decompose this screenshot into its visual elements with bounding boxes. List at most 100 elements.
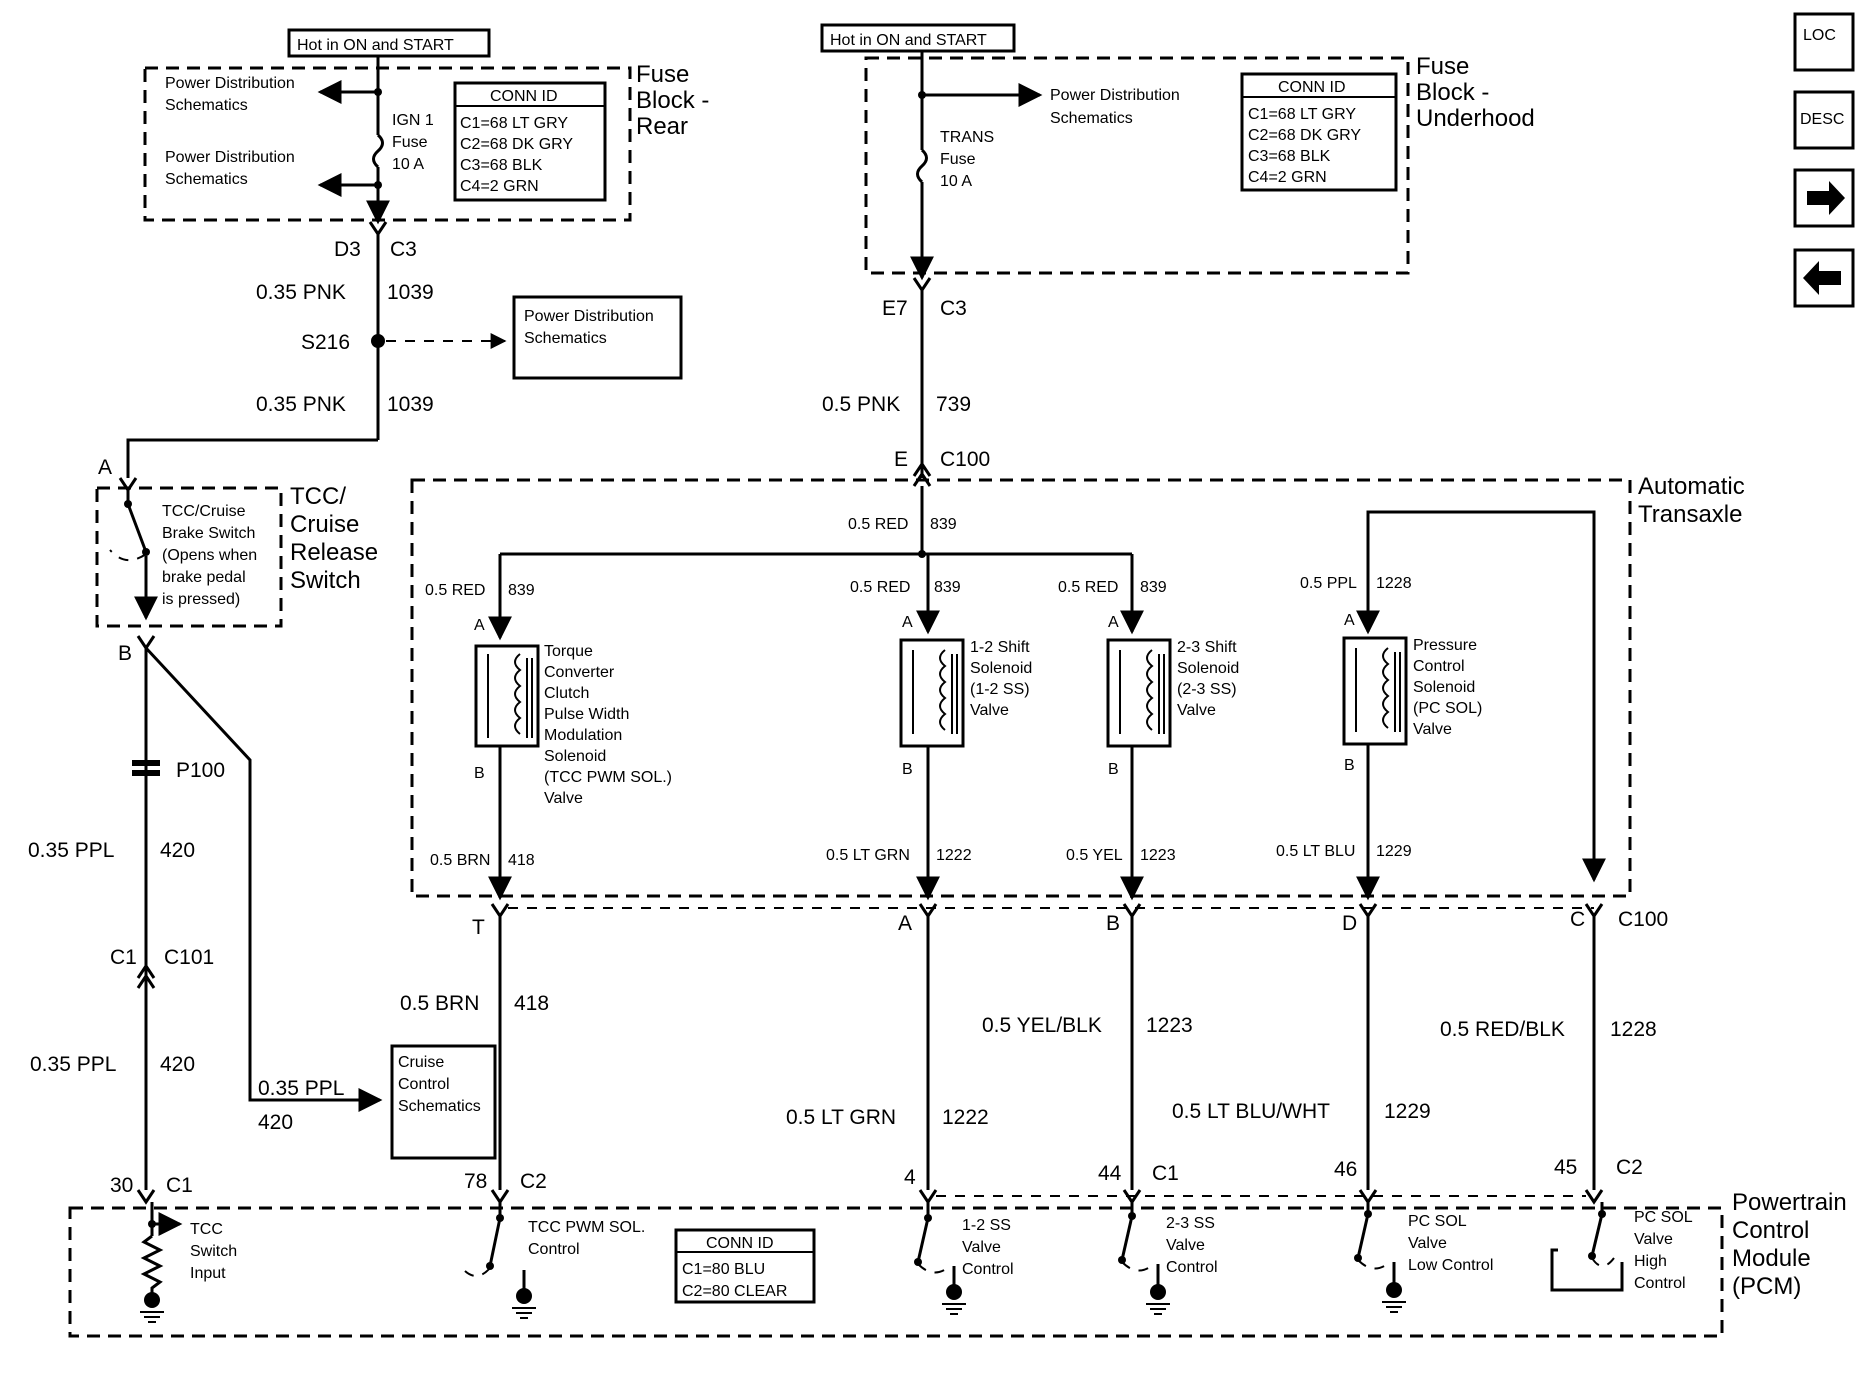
hot-in-on-start-underhood-label-box: [820, 23, 1016, 53]
tcc-pwm-control-1: TCC PWM SOL.: [528, 1219, 645, 1236]
next-button[interactable]: [1793, 168, 1855, 228]
wire-pnk-739-label: 0.5 PNK: [822, 393, 900, 416]
right-arrow-icon: [1807, 181, 1845, 215]
c100-pin-a: A: [898, 912, 912, 935]
pcm-conn-id-c2: C2=80 CLEAR: [682, 1283, 787, 1300]
tcc-cruise-switch-title-2: Cruise: [290, 511, 359, 538]
wire-pnk-1039-a-num: 1039: [387, 281, 434, 304]
wire-ppl-420-b-label: 0.35 PPL: [30, 1053, 116, 1076]
pc-low-control-2: Valve: [1408, 1235, 1447, 1252]
loc-button[interactable]: LOC: [1793, 12, 1855, 72]
transaxle-title-2: Transaxle: [1638, 501, 1742, 528]
ss23-control-1: 2-3 SS: [1166, 1215, 1215, 1232]
ss12-control-2: Valve: [962, 1239, 1001, 1256]
pcm-conn-c2-left: C2: [520, 1170, 547, 1193]
conn-id-rear-c3: C3=68 BLK: [460, 157, 543, 174]
sol3-wire-label: 0.5 RED: [1058, 579, 1118, 596]
conn-id-title-rear: CONN ID: [490, 88, 558, 105]
brake-switch-desc-3: (Opens when: [162, 547, 257, 564]
pcm-pin-44: 44: [1098, 1162, 1122, 1185]
sol4-out-num: 1229: [1376, 843, 1412, 860]
sol4-name-2: Control: [1413, 658, 1465, 675]
fuse-block-rear-boundary: [143, 66, 632, 222]
ign1-fuse-label-1: IGN 1: [392, 112, 434, 129]
pc-low-control-3: Low Control: [1408, 1257, 1493, 1274]
automatic-transaxle: E7 C3 0.5 PNK 739 E C100 Automatic Trans…: [410, 277, 1745, 939]
fuse-block-rear-title-3: Rear: [636, 113, 688, 140]
pin-c1-c101: C1: [110, 946, 137, 969]
sol1-wire-label: 0.5 RED: [425, 582, 485, 599]
sol1-name-6: Solenoid: [544, 748, 606, 765]
brake-switch-desc-5: is pressed): [162, 591, 240, 608]
transaxle-title-1: Automatic: [1638, 473, 1745, 500]
sol4-wire-num: 1228: [1376, 575, 1412, 592]
sol3-name-3: (2-3 SS): [1177, 681, 1237, 698]
pd-schematics-box-line2: Schematics: [524, 330, 607, 347]
conn-id-box-rear: [453, 81, 607, 202]
splice-s216-label: S216: [301, 331, 350, 354]
trans-fuse-label-3: 10 A: [940, 173, 972, 190]
cruise-box-line1: Cruise: [398, 1054, 444, 1071]
pcm-pin-4: 4: [904, 1166, 916, 1189]
pcm-title-1: Powertrain: [1732, 1189, 1847, 1216]
c100-pin-b: B: [1106, 912, 1120, 935]
brake-switch-desc-2: Brake Switch: [162, 525, 255, 542]
pd-schematics-rear-2b: Schematics: [165, 171, 248, 188]
loc-button-label: LOC: [1803, 27, 1836, 44]
conn-id-underhood-c2: C2=68 DK GRY: [1248, 127, 1361, 144]
fuse-block-rear: Hot in ON and START Fuse Block - Rear Po…: [143, 28, 709, 225]
sol1-out-num: 418: [508, 852, 535, 869]
cruise-box-line3: Schematics: [398, 1098, 481, 1115]
fuse-block-underhood-title-1: Fuse: [1416, 53, 1469, 80]
sol2-pin-b: B: [902, 761, 913, 778]
pcm-conn-id-title: CONN ID: [706, 1235, 774, 1252]
conn-id-box-underhood: [1240, 72, 1398, 192]
conn-c3-underhood: C3: [940, 297, 967, 320]
sol4-name-4: (PC SOL): [1413, 700, 1482, 717]
sol3-name-2: Solenoid: [1177, 660, 1239, 677]
brake-switch-desc-1: TCC/Cruise: [162, 503, 246, 520]
sol1-out-label: 0.5 BRN: [430, 852, 490, 869]
ss23-control-driver: 2-3 SS Valve Control: [1118, 1202, 1218, 1315]
tcc-switch-input: TCC Switch Input: [140, 1202, 237, 1323]
sol1-wire-num: 839: [508, 582, 535, 599]
tcc-switch-input-1: TCC: [190, 1221, 223, 1238]
cruise-box-line2: Control: [398, 1076, 450, 1093]
pc-high-control-4: Control: [1634, 1275, 1686, 1292]
pcm-title-2: Control: [1732, 1217, 1809, 1244]
desc-button[interactable]: DESC: [1793, 90, 1855, 150]
sol1-pin-b: B: [474, 765, 485, 782]
trans-fuse-label-2: Fuse: [940, 151, 976, 168]
tcc-switch-input-3: Input: [190, 1265, 226, 1282]
ss12-control-3: Control: [962, 1261, 1014, 1278]
pcm-boundary: [68, 1206, 1724, 1338]
wire-redblk-1228-num: 1228: [1610, 1018, 1657, 1041]
sol4-pin-a: A: [1344, 612, 1355, 629]
nav-buttons: LOC DESC: [1793, 12, 1855, 308]
wire-ppl-420-a-num: 420: [160, 839, 195, 862]
sol1-name-2: Converter: [544, 664, 615, 681]
pcm-pin-78: 78: [464, 1170, 487, 1193]
sol1-name-7: (TCC PWM SOL.): [544, 769, 672, 786]
brake-switch-boundary: [95, 486, 283, 628]
tcc-pwm-control-2: Control: [528, 1241, 580, 1258]
prev-button[interactable]: [1793, 248, 1855, 308]
brake-switch-circuit: D3 C3 0.35 PNK 1039 S216 Power Distribut…: [28, 221, 683, 1190]
shift-solenoid-2-3: 0.5 RED 839 A B 2-3 Shift Solenoid (2-3 …: [1058, 554, 1239, 901]
conn-id-title-underhood: CONN ID: [1278, 79, 1346, 96]
tcc-cruise-switch-title-1: TCC/: [290, 483, 346, 510]
ss23-control-2: Valve: [1166, 1237, 1205, 1254]
wire-ltgrn-1222-num: 1222: [942, 1106, 989, 1129]
pcm-conn-id-box: [674, 1228, 816, 1304]
wire-ppl-420-cruise-label: 0.35 PPL: [258, 1077, 344, 1100]
pcm-pin-45: 45: [1554, 1156, 1577, 1179]
brake-switch-pin-b: B: [118, 642, 132, 665]
wire-ppl-420-a-label: 0.35 PPL: [28, 839, 114, 862]
brake-switch-desc-4: brake pedal: [162, 569, 246, 586]
transaxle-boundary: [410, 478, 1632, 898]
pc-sol-high-control-driver: PC SOL Valve High Control: [1550, 1202, 1693, 1292]
sol2-name-3: (1-2 SS): [970, 681, 1030, 698]
sol4-name-3: Solenoid: [1413, 679, 1475, 696]
bus-red-839-num: 839: [930, 516, 957, 533]
